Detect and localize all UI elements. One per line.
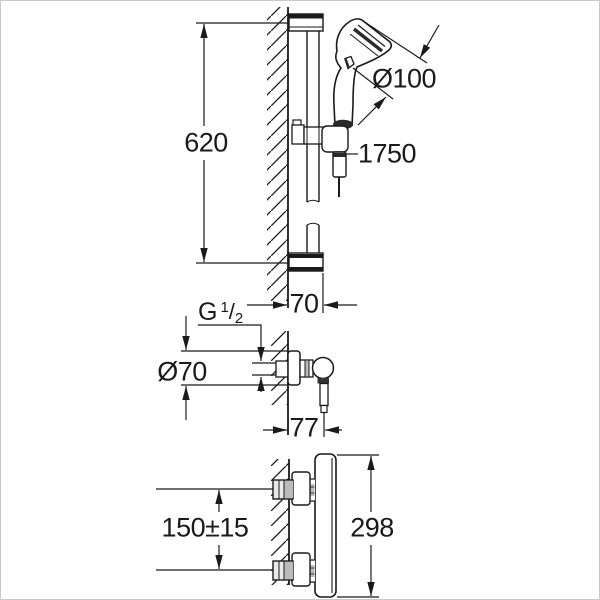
escutcheon-top <box>291 471 311 506</box>
dim-100-ext-upper <box>362 20 428 64</box>
holder-clamp <box>291 124 305 145</box>
rail-top-bracket-band <box>289 14 323 19</box>
supply-nut <box>275 360 289 378</box>
dim-label-rail-wall-offset: 70 <box>289 288 319 319</box>
dim-label-connection-spacing: 150±15 <box>161 512 249 543</box>
spray-face-rim <box>357 24 386 47</box>
dim-298 <box>337 454 379 598</box>
thermostat <box>272 453 337 598</box>
thermostat-body <box>314 453 337 598</box>
dim-70-flange <box>181 316 288 420</box>
thread-prefix: G <box>198 298 218 326</box>
rail-break-upper <box>306 199 320 203</box>
outlet-tube <box>319 382 329 407</box>
connection-top <box>272 471 315 506</box>
thread-slash: / <box>228 299 235 324</box>
dim-label-outlet-wall-offset: 77 <box>289 412 319 443</box>
dim-620 <box>196 22 289 264</box>
dim-100 <box>352 20 440 126</box>
wall-middle <box>271 331 289 435</box>
thread-numerator: 1 <box>220 299 229 316</box>
wall-top <box>267 7 289 308</box>
thread-denominator: 2 <box>234 310 244 327</box>
escutcheon-bottom <box>291 552 311 587</box>
outlet-nipple <box>320 404 328 414</box>
dim-label-flange-diameter: Ø70 <box>157 356 207 387</box>
shower-outlet-elbow <box>252 350 335 414</box>
shower-hose <box>332 151 347 197</box>
dim-label-hose-length: 1750 <box>357 138 417 169</box>
dim-label-body-height: 298 <box>350 512 394 543</box>
dim-77 <box>263 412 342 437</box>
connection-bottom <box>272 552 315 587</box>
dim-g12-leader <box>198 324 265 392</box>
outlet-collar <box>317 378 329 384</box>
shower-rail <box>288 13 324 272</box>
dim-label-rail-length: 620 <box>184 127 228 158</box>
dim-70 <box>247 273 357 313</box>
flange <box>287 350 301 386</box>
ball-joint <box>311 356 335 380</box>
holder-cup <box>321 125 349 153</box>
wall-top-hatch <box>267 7 288 301</box>
rail-holder <box>291 119 349 153</box>
hand-shower <box>332 18 393 130</box>
dim-100-ext-lower <box>352 67 394 100</box>
rail-break-lower <box>306 222 320 226</box>
dim-label-head-diameter: Ø100 <box>371 63 437 94</box>
spray-face-band <box>352 27 384 53</box>
dim-150 <box>156 488 273 571</box>
